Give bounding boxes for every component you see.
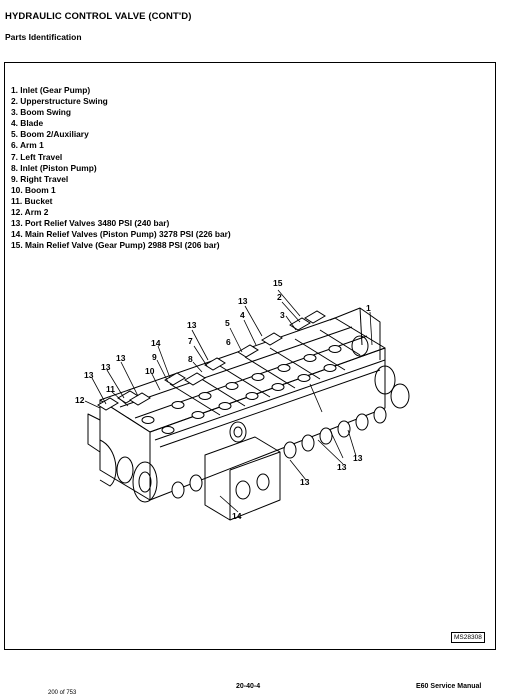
parts-list-item: 9. Right Travel xyxy=(11,173,69,184)
callout-13-a: 13 xyxy=(238,296,248,306)
callout-13-c: 13 xyxy=(116,353,126,363)
callout-15: 15 xyxy=(273,278,283,288)
figure-code: MS28308 xyxy=(451,632,485,643)
page-number: 20-40-4 xyxy=(236,683,261,690)
callout-4: 4 xyxy=(240,310,245,320)
callout-5: 5 xyxy=(225,318,230,328)
section-subtitle: Parts Identification xyxy=(5,32,82,42)
manual-title: E60 Service Manual xyxy=(416,683,482,690)
parts-list-item: 7. Left Travel xyxy=(11,151,63,162)
page-count: 200 of 753 xyxy=(48,690,77,696)
parts-list-item: 13. Port Relief Valves 3480 PSI (240 bar… xyxy=(11,218,170,229)
callout-8: 8 xyxy=(188,354,193,364)
callout-10: 10 xyxy=(145,366,155,376)
callout-13-h: 13 xyxy=(300,477,310,487)
parts-list-item: 5. Boom 2/Auxiliary xyxy=(11,129,89,140)
callout-9: 9 xyxy=(152,352,157,362)
parts-list-item: 8. Inlet (Piston Pump) xyxy=(11,162,97,173)
figure-frame xyxy=(4,62,496,650)
callout-2: 2 xyxy=(277,292,282,302)
relief-valves xyxy=(97,310,326,411)
parts-list-item: 12. Arm 2 xyxy=(11,207,49,218)
parts-list-item: 10. Boom 1 xyxy=(11,184,56,195)
leader-lines xyxy=(84,289,373,513)
callout-12: 12 xyxy=(75,395,85,405)
parts-list-item: 4. Blade xyxy=(11,118,44,129)
work-ports xyxy=(141,345,342,434)
parts-list-item: 1. Inlet (Gear Pump) xyxy=(11,85,91,95)
spool-end-caps xyxy=(171,406,387,499)
parts-list-item: 15. Main Relief Valve (Gear Pump) 2988 P… xyxy=(11,240,220,251)
callout-3: 3 xyxy=(280,310,285,320)
callout-13-e: 13 xyxy=(84,370,94,380)
parts-list-item: 2. Upperstructure Swing xyxy=(11,96,108,107)
parts-list-item: 11. Bucket xyxy=(11,195,53,206)
valve-body xyxy=(87,307,410,521)
callout-13-f: 13 xyxy=(353,453,363,463)
callout-6: 6 xyxy=(226,337,231,347)
callout-1: 1 xyxy=(366,303,371,313)
page-title: HYDRAULIC CONTROL VALVE (CONT'D) xyxy=(5,11,192,22)
parts-list: 1. Inlet (Gear Pump) 2. Upperstructure S… xyxy=(11,85,231,251)
callout-13-d: 13 xyxy=(101,362,111,372)
callout-13-g: 13 xyxy=(337,462,347,472)
callout-14-b: 14 xyxy=(232,511,242,521)
parts-list-item: 14. Main Relief Valves (Piston Pump) 327… xyxy=(11,229,231,240)
callout-13-b: 13 xyxy=(187,320,197,330)
parts-list-item: 6. Arm 1 xyxy=(11,140,44,151)
callout-14-a: 14 xyxy=(151,338,161,348)
parts-list-item: 3. Boom Swing xyxy=(11,107,72,118)
callout-7: 7 xyxy=(188,336,193,346)
callout-11: 11 xyxy=(106,384,115,394)
